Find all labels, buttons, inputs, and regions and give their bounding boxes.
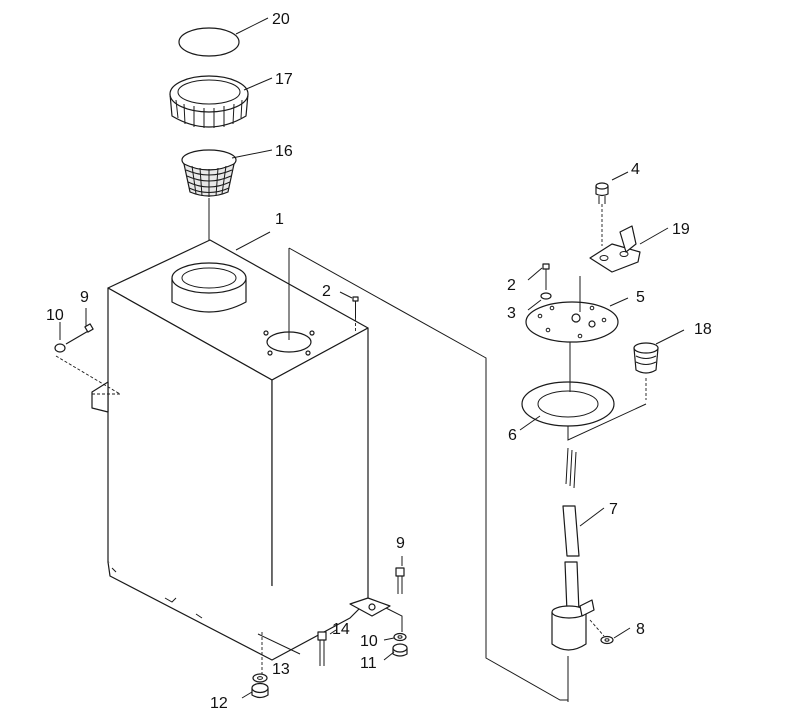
callout-11: 11 (360, 655, 377, 672)
callout-20: 20 (272, 11, 290, 28)
callout-16: 16 (275, 143, 293, 160)
callout-8: 8 (636, 621, 645, 638)
callout-9-bottom: 9 (396, 535, 405, 552)
part-16-strainer-basket (181, 149, 273, 197)
callout-4: 4 (631, 161, 640, 178)
part-19-bracket (589, 225, 669, 273)
callout-6: 6 (508, 427, 517, 444)
part-20-o-ring (178, 17, 269, 57)
callout-12: 12 (210, 695, 228, 712)
callout-18: 18 (694, 321, 712, 338)
part-12-13-14-bolt-washer-nut (241, 629, 337, 699)
part-2-3-screw-washer-right (527, 263, 552, 311)
callout-2-tank: 2 (322, 283, 331, 300)
assembly-path-line (288, 247, 568, 701)
part-6-gasket (519, 342, 647, 441)
callout-19: 19 (672, 221, 690, 238)
callout-9-left: 9 (80, 289, 89, 306)
callout-10-bottom: 10 (360, 633, 378, 650)
part-8-washer (589, 619, 631, 645)
part-17-filler-cap (169, 75, 273, 128)
callout-2-right: 2 (507, 277, 516, 294)
callout-7: 7 (609, 501, 618, 518)
callout-17: 17 (275, 71, 293, 88)
callout-5: 5 (636, 289, 645, 306)
part-5-flange-plate (525, 276, 629, 343)
callout-13: 13 (272, 661, 290, 678)
callout-14: 14 (332, 621, 350, 638)
callout-3: 3 (507, 305, 516, 322)
part-2-screw-tank (339, 291, 359, 332)
part-4-screw (595, 171, 629, 246)
part-7-level-sensor (551, 447, 605, 702)
part-18-cable-gland (633, 329, 685, 400)
callout-labels: 20 17 16 1 4 19 2 2 3 5 18 6 7 8 9 10 9 … (46, 11, 712, 712)
part-1-tank (91, 198, 391, 661)
callout-10-left: 10 (46, 307, 64, 324)
callout-1: 1 (275, 211, 284, 228)
part-9-10-11-bolt-washer-nut (383, 556, 408, 661)
part-9-10-left-screw-washer (54, 308, 121, 395)
